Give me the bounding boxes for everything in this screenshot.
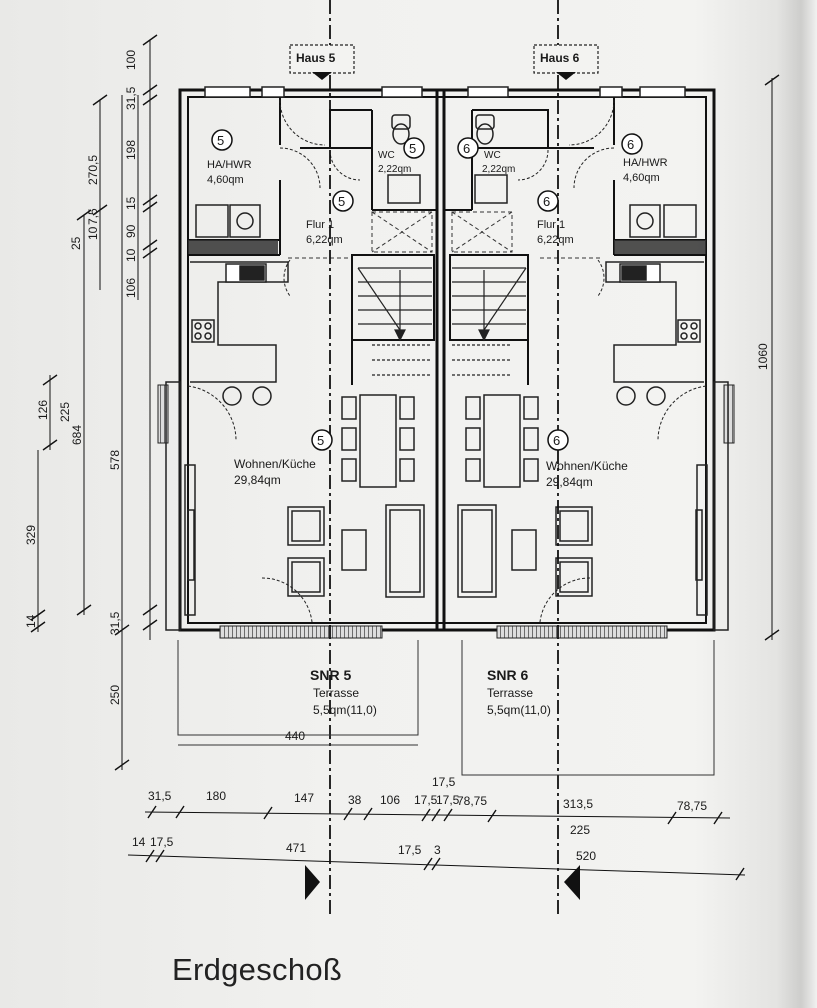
left-terrace-name: Terrasse — [313, 686, 359, 700]
dim-329: 329 — [24, 525, 38, 545]
dim-198: 198 — [124, 140, 138, 160]
left-wohn-name: Wohnen/Küche — [234, 457, 316, 471]
right-wohn-num: 6 — [553, 433, 560, 448]
left-wc-name: WC — [378, 150, 395, 161]
dim-b1-106: 106 — [380, 793, 400, 807]
left-ha-num: 5 — [217, 133, 224, 148]
left-wohn-num: 5 — [317, 433, 324, 448]
dim-126: 126 — [36, 400, 50, 420]
right-wohn-name: Wohnen/Küche — [546, 459, 628, 473]
dim-b1-313-5: 313,5 — [563, 797, 593, 811]
dim-225-v: 225 — [58, 402, 72, 422]
window-right-side — [723, 384, 735, 444]
left-ha-area: 4,60qm — [207, 174, 244, 186]
dim-b1-225: 225 — [570, 823, 590, 837]
dim-b1-17-5-top: 17,5 — [432, 775, 456, 789]
dim-31-5-bot: 31,5 — [108, 611, 122, 635]
left-wc-num: 5 — [409, 141, 416, 156]
haus-5-label: Haus 5 — [296, 51, 336, 65]
right-snr: SNR 6 — [487, 667, 528, 683]
left-flur-area: 6,22qm — [306, 234, 343, 246]
paper-edge — [777, 0, 817, 1008]
left-flur-num: 5 — [338, 194, 345, 209]
window-bottom-left — [219, 625, 383, 639]
right-flur-name: Flur 1 — [537, 219, 565, 231]
dim-10-b: 10 — [124, 248, 138, 262]
haus-tag-left — [289, 44, 355, 80]
dim-7-5: 7,5 — [86, 208, 100, 225]
dim-b1-17-5-a: 17,5 — [414, 793, 438, 807]
dim-14-v: 14 — [24, 614, 38, 628]
right-ha-name: HA/HWR — [623, 157, 668, 169]
dim-10-a: 10 — [86, 226, 100, 240]
right-ha-area: 4,60qm — [623, 172, 660, 184]
outer-walls — [178, 88, 716, 632]
page-title: Erdgeschoß — [172, 952, 343, 987]
dim-b1-180: 180 — [206, 789, 226, 803]
dim-578: 578 — [108, 450, 122, 470]
dim-1060: 1060 — [756, 343, 770, 370]
dim-31-5-top: 31,5 — [124, 86, 138, 110]
right-flur-num: 6 — [543, 194, 550, 209]
haus-6-label: Haus 6 — [540, 51, 580, 65]
dim-684: 684 — [70, 425, 84, 445]
dim-b2-17-5: 17,5 — [150, 835, 174, 849]
dim-b1-78-75-b: 78,75 — [677, 799, 707, 813]
dim-90: 90 — [124, 224, 138, 238]
haus-tag-right — [533, 44, 599, 80]
dim-b2-14: 14 — [132, 835, 146, 849]
dim-25: 25 — [69, 236, 83, 250]
right-wc-name: WC — [484, 150, 501, 161]
left-ha-name: HA/HWR — [207, 159, 252, 171]
right-ha-num: 6 — [627, 137, 634, 152]
dim-100: 100 — [124, 50, 138, 70]
left-terrace-area: 5,5qm(11,0) — [313, 703, 377, 717]
right-wc-num: 6 — [463, 141, 470, 156]
dim-b2-471: 471 — [286, 841, 306, 855]
left-snr: SNR 5 — [310, 667, 351, 683]
stairs-right — [452, 267, 527, 376]
left-flur-name: Flur 1 — [306, 219, 334, 231]
right-terrace-name: Terrasse — [487, 686, 533, 700]
right-wohn-area: 29,84qm — [546, 475, 593, 489]
right-flur-area: 6,22qm — [537, 234, 574, 246]
dim-b2-520: 520 — [576, 849, 596, 863]
dim-b1-17-5-b: 17,5 — [436, 793, 460, 807]
right-wc-area: 2,22qm — [482, 164, 515, 175]
left-wc-area: 2,22qm — [378, 164, 411, 175]
right-terrace-area: 5,5qm(11,0) — [487, 703, 551, 717]
dim-270-5: 270,5 — [86, 155, 100, 185]
dim-b1-38: 38 — [348, 793, 362, 807]
left-wohn-area: 29,84qm — [234, 473, 281, 487]
window-left-side — [157, 384, 169, 444]
dim-b1-31-5: 31,5 — [148, 789, 172, 803]
left-terrace-width: 440 — [285, 729, 305, 743]
dim-b1-78-75-a: 78,75 — [457, 794, 487, 808]
stairs-left — [357, 267, 432, 376]
dim-250: 250 — [108, 685, 122, 705]
dim-106: 106 — [124, 278, 138, 298]
dim-b1-147: 147 — [294, 791, 314, 805]
dim-15: 15 — [124, 196, 138, 210]
dim-b2-3: 3 — [434, 843, 441, 857]
window-bottom-right — [496, 625, 668, 639]
dim-b2-17-5-b: 17,5 — [398, 843, 422, 857]
